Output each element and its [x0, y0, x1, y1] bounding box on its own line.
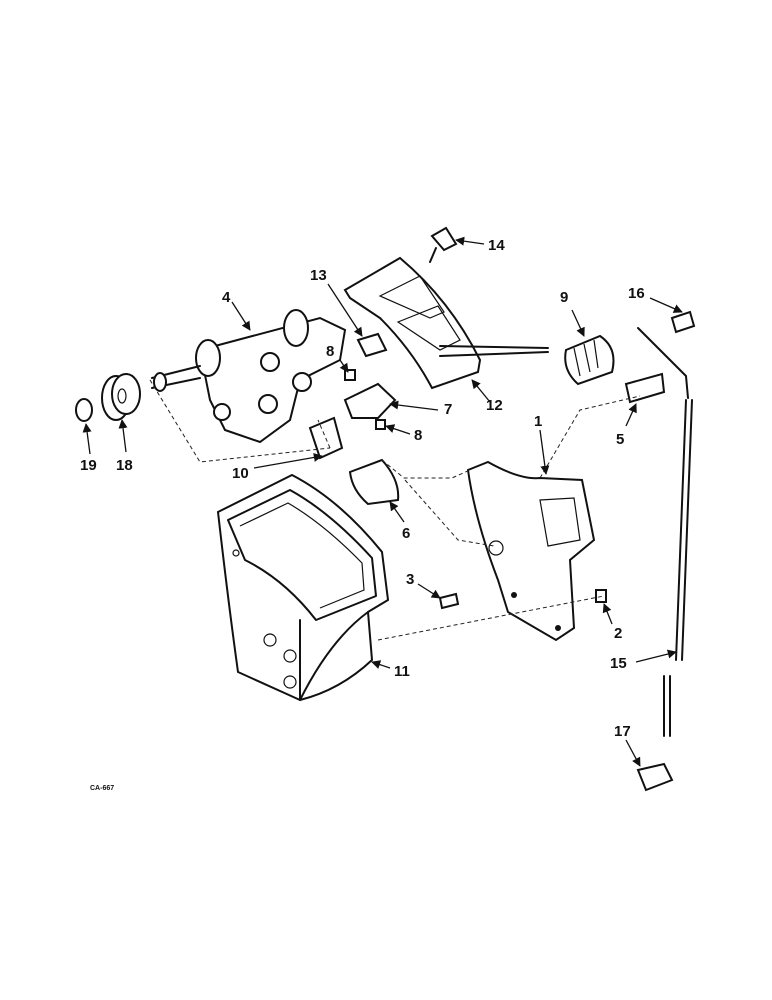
screw-part-3: [438, 592, 460, 610]
pulley-part-18: [101, 373, 141, 421]
callout-labels: 1 2 3 4 5 6 7 8 8 9 10 11 12 13 14 15 16…: [80, 237, 645, 740]
stud-part-2: [595, 589, 607, 603]
housing-part-11: [216, 473, 390, 702]
callout-12: 12: [486, 397, 503, 414]
clip-part-13: [356, 332, 388, 358]
callout-16: 16: [628, 285, 645, 302]
callout-15: 15: [610, 655, 627, 672]
fitting-part-16: [670, 310, 696, 334]
callout-13: 13: [310, 267, 327, 284]
guide-plate-part-12: [343, 256, 549, 390]
yoke-part-7: [343, 382, 397, 419]
callout-leaders: [82, 236, 683, 767]
drawing-code: CA-667: [90, 785, 114, 792]
callout-14: 14: [488, 237, 505, 254]
shaft-part-5: [624, 327, 689, 404]
callout-8b: 8: [414, 427, 422, 444]
valve-body-part-4: [151, 309, 347, 444]
collar-part-6: [348, 458, 400, 506]
callout-4: 4: [222, 289, 231, 306]
callout-11: 11: [394, 663, 410, 680]
bracket-part-1: [466, 460, 596, 642]
knob-part-14: [429, 226, 458, 263]
callout-9: 9: [560, 289, 568, 306]
rod-end-part-17: [636, 762, 674, 792]
callout-1: 1: [534, 413, 542, 430]
boot-part-9: [564, 334, 615, 386]
callout-8a: 8: [326, 343, 334, 360]
block-part-8a: [344, 369, 356, 381]
callout-3: 3: [406, 571, 414, 588]
callout-7: 7: [444, 401, 452, 418]
callout-6: 6: [402, 525, 410, 542]
callout-19: 19: [80, 457, 97, 474]
callout-5: 5: [616, 431, 624, 448]
callout-18: 18: [116, 457, 133, 474]
callout-10: 10: [232, 465, 249, 482]
snap-ring-part-19: [75, 398, 93, 422]
callout-2: 2: [614, 625, 622, 642]
block-part-8b: [375, 419, 386, 430]
rod-part-15: [663, 399, 693, 737]
callout-17: 17: [614, 723, 631, 740]
alignment-lines: [149, 379, 641, 641]
